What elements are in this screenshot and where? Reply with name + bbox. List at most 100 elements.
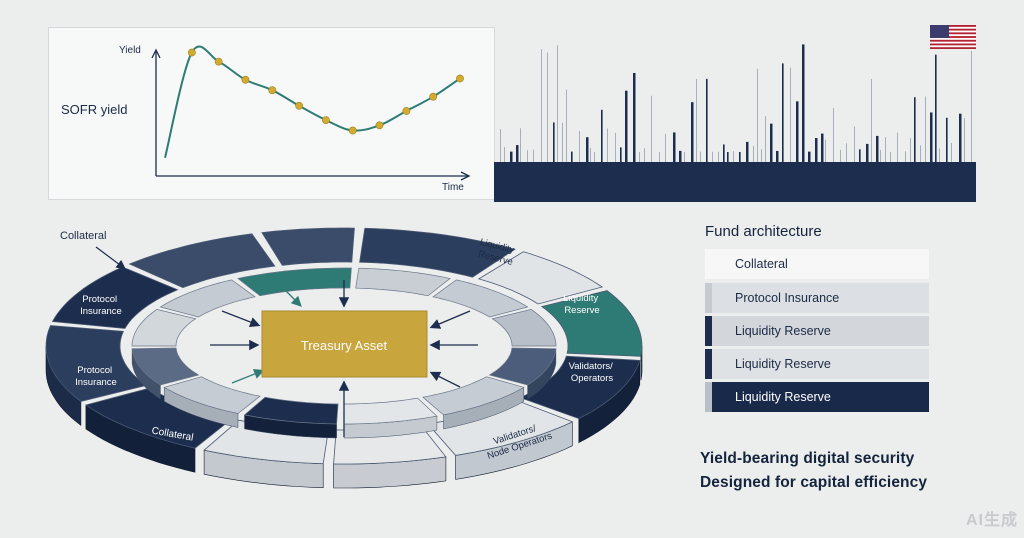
decor-bar [939, 148, 940, 162]
legend-item-collateral: Collateral [705, 249, 929, 279]
decor-bar [594, 151, 595, 162]
ring-segment [359, 227, 516, 278]
decor-bar [854, 126, 855, 162]
decor-bar [770, 123, 773, 162]
legend-item-label: Protocol Insurance [735, 291, 840, 305]
ring-segment [45, 325, 148, 402]
decor-bar [746, 141, 749, 162]
legend-item-label: Liquidity Reserve [735, 357, 831, 371]
decor-bar [859, 149, 861, 162]
decor-bar [890, 151, 891, 162]
validators-right-label: Validators/ Operators [569, 361, 616, 384]
ring-segment [540, 290, 643, 357]
decor-bar [500, 129, 501, 162]
legend-item-protocol-insurance: Protocol Insurance [705, 283, 929, 313]
inner-segment [131, 347, 200, 386]
decor-bar [723, 144, 725, 162]
decor-bar [557, 45, 558, 162]
decor-bar [547, 52, 548, 162]
data-point [322, 116, 330, 124]
decor-bar [821, 133, 824, 162]
chart-axes [151, 48, 471, 181]
legend-stripe [705, 249, 712, 279]
inner-segment [163, 376, 261, 414]
tagline-primary: Yield-bearing digital security [700, 450, 915, 467]
decor-bar [761, 149, 762, 162]
legend-item-liquidity-reserve-1: Liquidity Reserve [705, 316, 929, 346]
decor-bar [897, 132, 898, 162]
decor-bar [971, 51, 972, 162]
flow-arrow [429, 371, 461, 388]
decor-bar [712, 151, 713, 162]
series-label: SOFR yield [61, 102, 127, 117]
data-point [268, 86, 277, 95]
decor-bar [620, 147, 622, 162]
series-line [164, 45, 461, 159]
decorative-bar-graphic [494, 44, 976, 202]
tagline-secondary: Designed for capital efficiency [700, 474, 928, 491]
inner-segment [488, 347, 557, 386]
collateral-callout-line [95, 246, 126, 270]
decor-bar [808, 151, 811, 162]
decor-bar [562, 122, 563, 162]
decor-bar [871, 78, 872, 162]
treasury-asset-box [261, 310, 428, 378]
decor-bar [782, 63, 784, 162]
decor-bar [866, 143, 869, 162]
legend-stripe [705, 382, 712, 412]
decor-bar [880, 149, 881, 162]
legend-title: Fund architecture [705, 223, 822, 240]
inner-segment [237, 267, 352, 297]
decor-bar [691, 102, 694, 162]
chart-series [164, 45, 464, 159]
protocol-insurance-top-label: Protocol Insurance [80, 294, 122, 317]
y-axis-label: Yield [119, 45, 141, 56]
ring-segment [51, 266, 179, 329]
decor-bar [776, 150, 779, 162]
decor-bar [510, 151, 513, 162]
data-point [348, 126, 357, 135]
data-point [429, 92, 438, 101]
decor-bar [846, 143, 847, 162]
inner-segment [491, 309, 557, 347]
decor-bar [910, 138, 911, 162]
liquidity-reserve-right-label: Liquidity Reserve [563, 293, 601, 316]
protocol-insurance-bottom-label: Protocol Insurance [75, 365, 117, 388]
decor-bar [520, 128, 521, 162]
y-axis-arrow [151, 48, 161, 59]
legend-stripe [705, 283, 712, 313]
legend-item-label: Liquidity Reserve [735, 324, 831, 338]
data-point [241, 75, 250, 84]
data-point [375, 121, 384, 130]
decor-bar [959, 113, 962, 162]
decor-bar [625, 90, 628, 162]
decor-bar [607, 128, 608, 162]
decor-bar [905, 151, 906, 162]
decor-bar [571, 151, 573, 162]
yield-chart: Yield Time SOFR yield [61, 45, 471, 193]
legend-item-label: Collateral [735, 257, 788, 271]
data-point [295, 101, 303, 110]
ring-segment [477, 251, 604, 305]
decor-bar [876, 135, 879, 162]
decor-bar [639, 151, 640, 162]
decor-bar [633, 72, 636, 162]
decor-bar [739, 151, 741, 162]
decor-bar [684, 151, 685, 162]
inner-segment [243, 396, 339, 425]
decor-bar [951, 142, 952, 162]
ring-segment [261, 227, 355, 266]
data-point [456, 74, 464, 83]
treasury-asset-label: Treasury Asset [301, 338, 388, 353]
x-axis-label: Time [442, 182, 464, 193]
decor-bar [964, 118, 965, 162]
inner-segment [432, 279, 529, 318]
decor-bar [601, 109, 603, 162]
flow-arrow [429, 310, 471, 329]
decor-bar [727, 151, 729, 162]
decor-bar [757, 68, 758, 162]
legend-stripe [705, 316, 712, 346]
flow-arrow [221, 310, 261, 328]
fund-ring-diagram: Treasury Asset Collateral Protocol Insur… [45, 227, 643, 489]
